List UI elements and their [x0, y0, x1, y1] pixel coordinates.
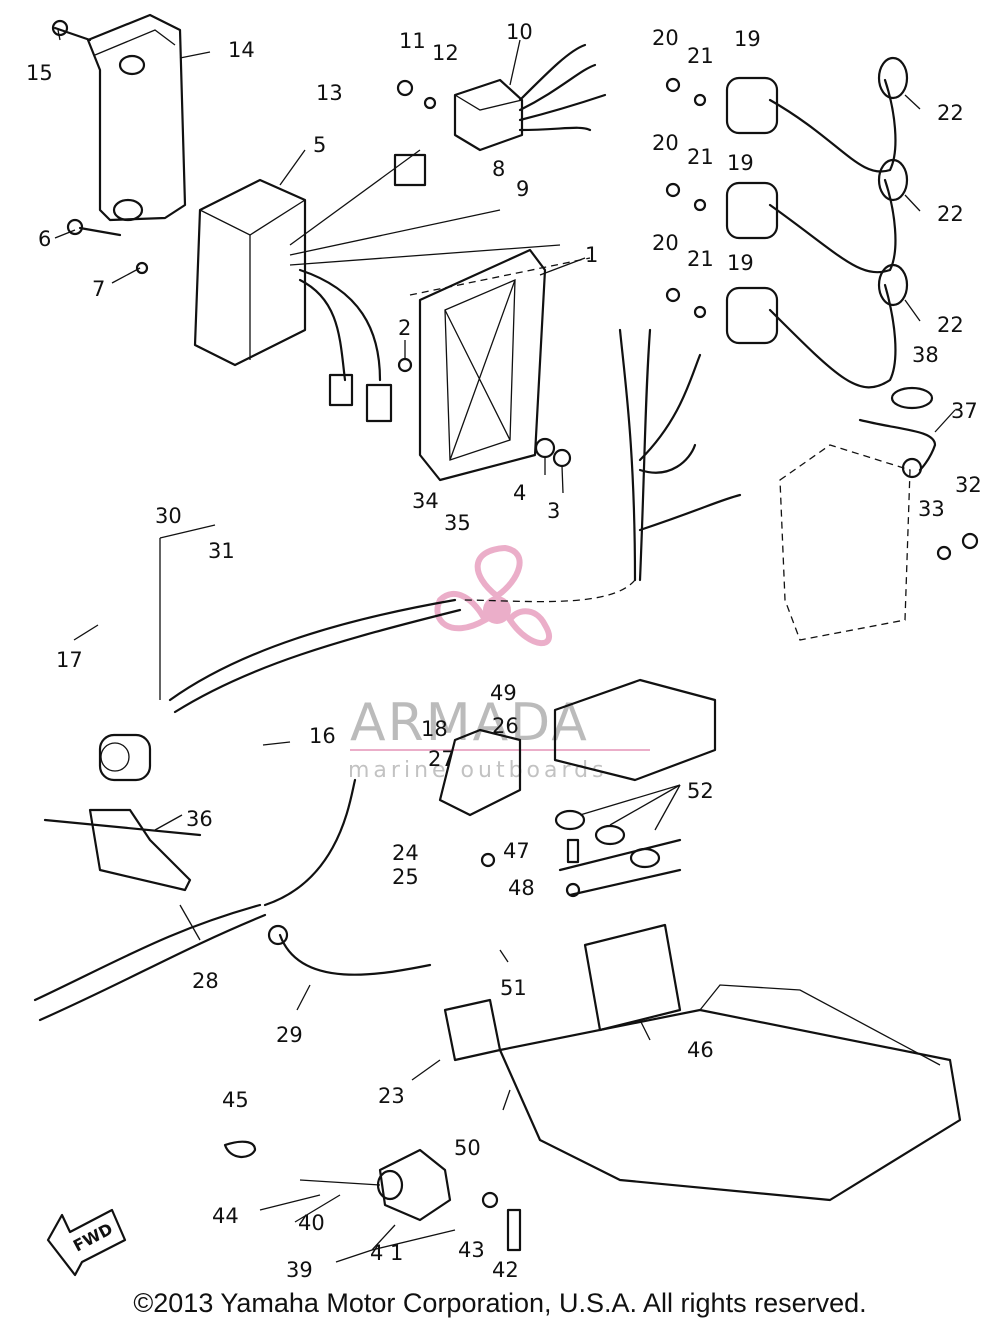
- callout-12: 12: [432, 41, 459, 65]
- callout-20a: 20: [652, 26, 679, 50]
- lower-assembly-part: [33, 678, 962, 1202]
- callout-49: 49: [490, 681, 517, 705]
- exploded-parts-diagram: ARMADA marine outboards: [26, 13, 982, 1282]
- watermark-propeller-blade-icon: [506, 608, 553, 647]
- watermark-tagline: marine outboards: [348, 758, 608, 783]
- callout-43: 43: [458, 1238, 485, 1262]
- callout-27: 27: [428, 747, 455, 771]
- callout-14: 14: [228, 38, 255, 62]
- callout-24: 24: [392, 841, 419, 865]
- callout-42: 42: [492, 1258, 519, 1282]
- callout-46: 46: [687, 1038, 714, 1062]
- callout-labels: 1 2 3 4 5 6 7 8 9 10 11 12 13 14 15 16 1…: [26, 20, 982, 1282]
- callout-1: 1: [585, 243, 598, 267]
- callout-10: 10: [506, 20, 533, 44]
- mounting-bracket-part: [397, 248, 591, 482]
- cover-part: [51, 13, 187, 222]
- callout-19b: 19: [727, 151, 754, 175]
- callout-21c: 21: [687, 247, 714, 271]
- callout-19a: 19: [734, 27, 761, 51]
- callout-17: 17: [56, 648, 83, 672]
- callout-32: 32: [955, 473, 982, 497]
- ignition-coil-part: [665, 56, 909, 389]
- callout-21b: 21: [687, 145, 714, 169]
- callout-52: 52: [687, 779, 714, 803]
- callout-40: 40: [298, 1211, 325, 1235]
- callout-5: 5: [313, 133, 326, 157]
- callout-47: 47: [503, 839, 530, 863]
- callout-30: 30: [155, 504, 182, 528]
- fwd-label: FWD: [70, 1219, 116, 1255]
- callout-34: 34: [412, 489, 439, 513]
- watermark-brand: ARMADA: [350, 693, 589, 753]
- callout-25: 25: [392, 865, 419, 889]
- sensor-part: [779, 386, 979, 641]
- forward-direction-arrow: FWD: [46, 1208, 127, 1277]
- callout-22c: 22: [937, 313, 964, 337]
- callout-44: 44: [212, 1204, 239, 1228]
- callout-7: 7: [92, 277, 105, 301]
- leader-lines: [54, 29, 956, 1263]
- callout-21a: 21: [687, 44, 714, 68]
- watermark-logo: ARMADA marine outboards: [348, 544, 650, 783]
- callout-19c: 19: [727, 251, 754, 275]
- callout-8: 8: [492, 157, 505, 181]
- callout-29: 29: [276, 1023, 303, 1047]
- rectifier-part: [396, 43, 607, 152]
- callout-22b: 22: [937, 202, 964, 226]
- callout-39: 39: [286, 1258, 313, 1282]
- wire-harness-part: [98, 328, 742, 782]
- callout-33: 33: [918, 497, 945, 521]
- cdi-unit-part: [66, 149, 561, 423]
- callout-38: 38: [912, 343, 939, 367]
- callout-37: 37: [951, 399, 978, 423]
- callout-13: 13: [316, 81, 343, 105]
- watermark-propeller-blade-icon: [434, 591, 489, 632]
- callout-20b: 20: [652, 131, 679, 155]
- watermark-propeller-blade-icon: [474, 544, 523, 600]
- callout-16: 16: [309, 724, 336, 748]
- callout-22a: 22: [937, 101, 964, 125]
- callout-50: 50: [454, 1136, 481, 1160]
- callout-31: 31: [208, 539, 235, 563]
- switch-part: [223, 1140, 522, 1252]
- callout-23: 23: [378, 1084, 405, 1108]
- callout-4: 4: [513, 481, 526, 505]
- callout-28: 28: [192, 969, 219, 993]
- callout-51: 51: [500, 976, 527, 1000]
- callout-3: 3: [547, 499, 560, 523]
- callout-26: 26: [492, 714, 519, 738]
- callout-41: 4 1: [370, 1241, 403, 1265]
- watermark-propeller-hub-icon: [483, 596, 511, 624]
- callout-15: 15: [26, 61, 53, 85]
- callout-6: 6: [38, 227, 51, 251]
- callout-35: 35: [444, 511, 471, 535]
- callout-11: 11: [399, 29, 426, 53]
- callout-2: 2: [398, 316, 411, 340]
- callout-18: 18: [421, 717, 448, 741]
- copyright-notice: ©2013 Yamaha Motor Corporation, U.S.A. A…: [133, 1288, 867, 1318]
- callout-9: 9: [516, 177, 529, 201]
- callout-45: 45: [222, 1088, 249, 1112]
- callout-48: 48: [508, 876, 535, 900]
- callout-36: 36: [186, 807, 213, 831]
- callout-20c: 20: [652, 231, 679, 255]
